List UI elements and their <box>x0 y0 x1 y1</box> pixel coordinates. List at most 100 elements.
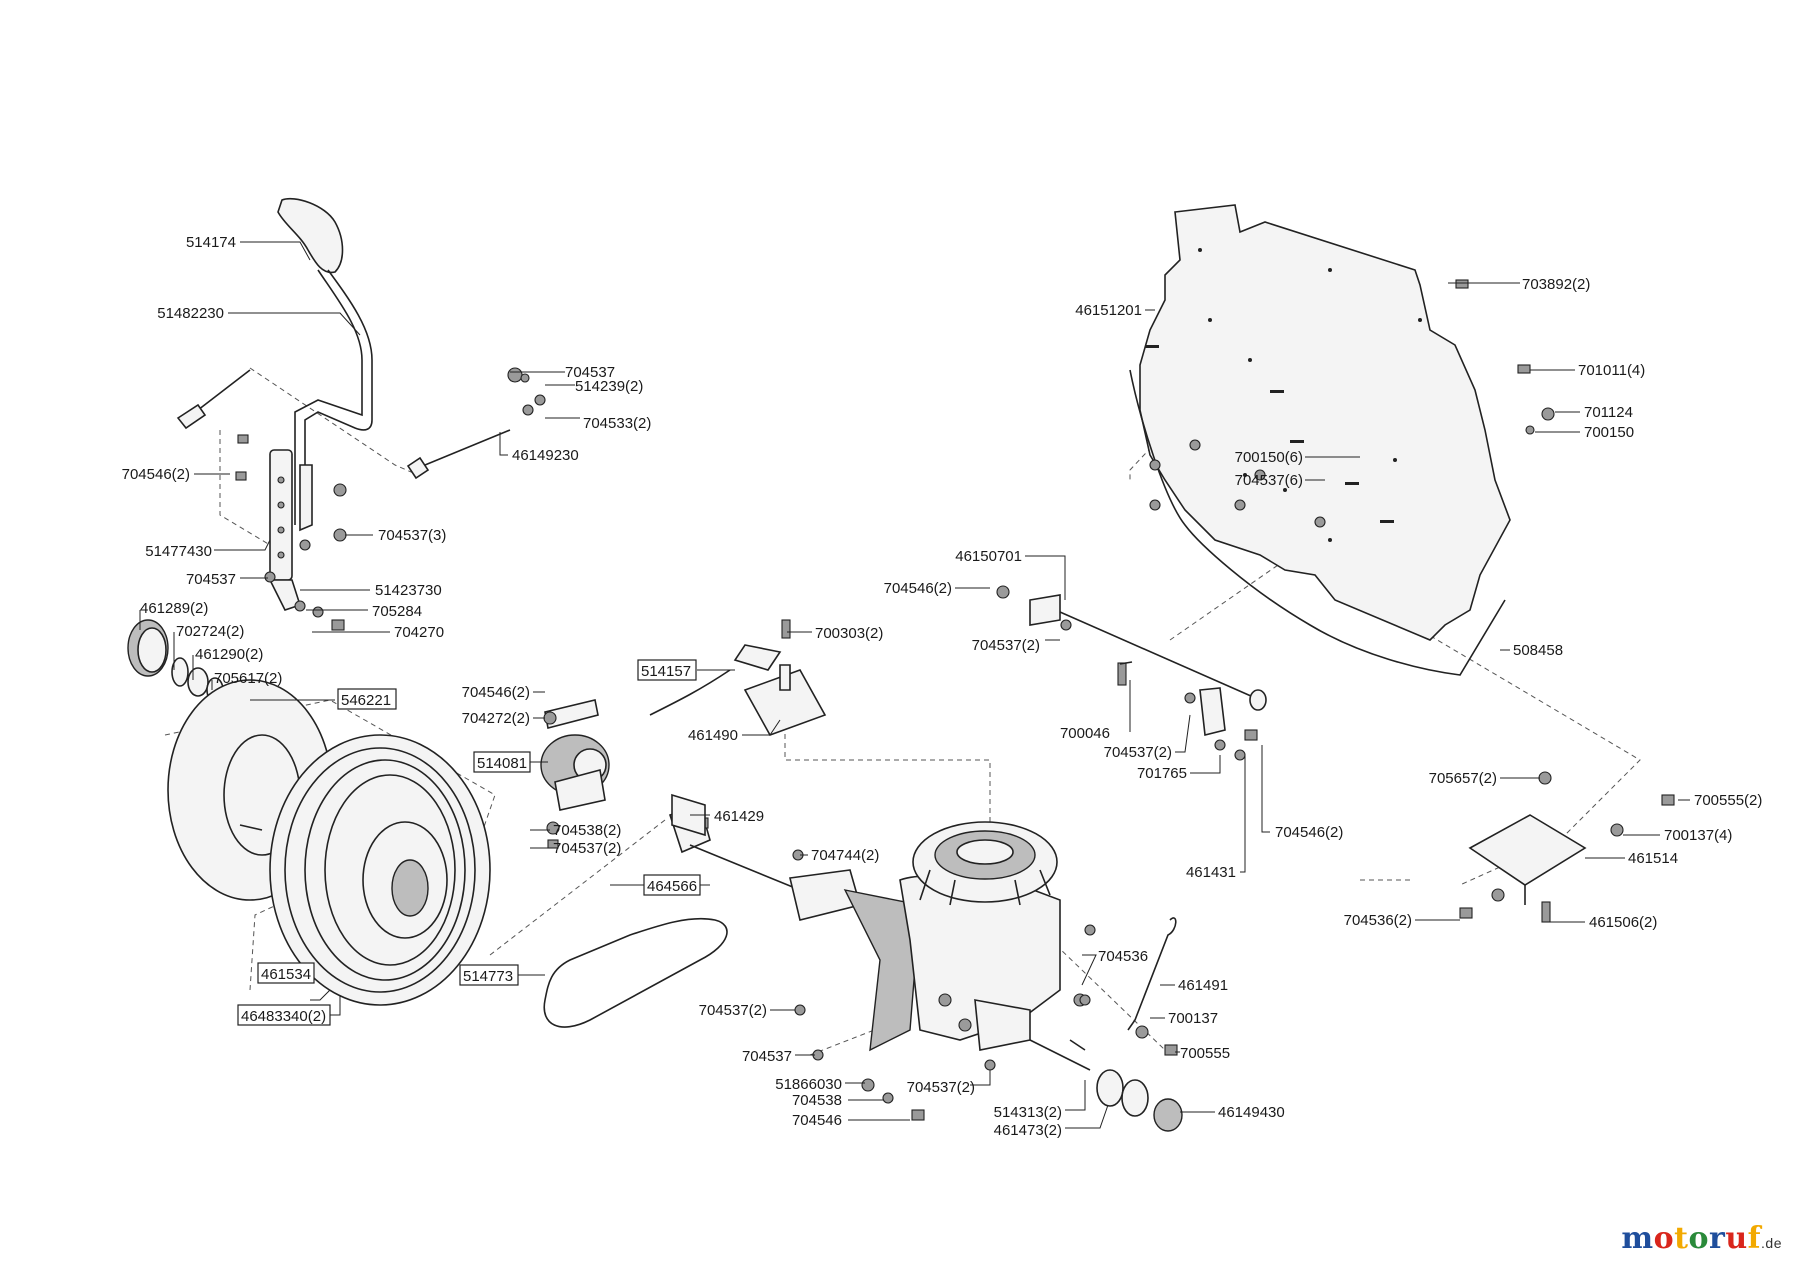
label-461506-2: 461506(2) <box>1589 914 1657 931</box>
label-514081: 514081 <box>473 751 531 773</box>
label-702724-2: 702724(2) <box>176 623 244 640</box>
svg-text:508458: 508458 <box>1513 642 1563 659</box>
svg-text:46149230: 46149230 <box>512 447 579 464</box>
label-461514: 461514 <box>1628 850 1678 867</box>
label-704537-2: 704537(2) <box>907 1079 975 1096</box>
label-514239-2: 514239(2) <box>575 378 643 395</box>
cover-plate <box>1129 204 1555 676</box>
svg-text:461429: 461429 <box>714 808 764 825</box>
label-701765: 701765 <box>1137 765 1187 782</box>
label-700555: 700555 <box>1180 1045 1230 1062</box>
logo-letter: f <box>1747 1221 1762 1256</box>
label-514157: 514157 <box>637 659 697 681</box>
transmission-assembly <box>668 803 1096 1071</box>
linkage-rod <box>424 429 511 466</box>
label-461431: 461431 <box>1186 864 1236 881</box>
svg-text:700150(6): 700150(6) <box>1235 449 1303 466</box>
svg-text:514773: 514773 <box>463 968 513 985</box>
svg-text:46151201: 46151201 <box>1075 302 1142 319</box>
svg-text:701765: 701765 <box>1137 765 1187 782</box>
label-701124: 701124 <box>1584 404 1633 421</box>
cover-gasket <box>1129 369 1506 676</box>
label-704536: 704536 <box>1098 948 1148 965</box>
label-700303-2: 700303(2) <box>815 625 883 642</box>
label-700150-6: 700150(6) <box>1235 449 1303 466</box>
svg-text:461534: 461534 <box>261 966 311 983</box>
logo-letter: u <box>1725 1221 1748 1256</box>
svg-text:546221: 546221 <box>341 692 391 709</box>
label-514313-2: 514313(2) <box>994 1104 1062 1121</box>
label-704744-2: 704744(2) <box>811 847 879 864</box>
label-51423730: 51423730 <box>375 582 442 599</box>
label-461534: 461534 <box>257 962 315 984</box>
svg-text:704546(2): 704546(2) <box>122 466 190 483</box>
shaft-bearing <box>540 699 610 849</box>
svg-text:514157: 514157 <box>641 663 691 680</box>
svg-text:704270: 704270 <box>394 624 444 641</box>
drive-belt <box>543 917 728 1028</box>
motoruf-logo[interactable]: motoruf.de <box>1621 1221 1782 1256</box>
svg-text:700555: 700555 <box>1180 1045 1230 1062</box>
label-704272-2: 704272(2) <box>462 710 530 727</box>
svg-text:700303(2): 700303(2) <box>815 625 883 642</box>
rod-end <box>176 403 207 430</box>
svg-text:46149430: 46149430 <box>1218 1104 1285 1121</box>
label-704537: 704537 <box>565 364 615 381</box>
logo-letter: t <box>1674 1221 1689 1256</box>
logo-text: motoruf <box>1621 1221 1761 1256</box>
label-704537-2: 704537(2) <box>1104 744 1172 761</box>
label-700046: 700046 <box>1060 725 1110 742</box>
svg-text:46150701: 46150701 <box>955 548 1022 565</box>
label-704270: 704270 <box>394 624 444 641</box>
svg-text:461490: 461490 <box>688 727 738 744</box>
svg-text:705284: 705284 <box>372 603 422 620</box>
svg-text:704537(2): 704537(2) <box>699 1002 767 1019</box>
svg-text:461289(2): 461289(2) <box>140 600 208 617</box>
shift-lever-assembly <box>176 198 546 631</box>
drive-shaft-hardware <box>671 793 1183 1132</box>
label-700150: 700150 <box>1584 424 1634 441</box>
foot-plate <box>1459 771 1675 923</box>
lever-rod <box>304 269 373 525</box>
label-705284: 705284 <box>372 603 422 620</box>
svg-text:704546(2): 704546(2) <box>1275 824 1343 841</box>
label-461289-2: 461289(2) <box>140 600 208 617</box>
svg-text:514081: 514081 <box>477 755 527 772</box>
label-703892-2: 703892(2) <box>1522 276 1590 293</box>
svg-text:514313(2): 514313(2) <box>994 1104 1062 1121</box>
svg-text:704272(2): 704272(2) <box>462 710 530 727</box>
svg-text:514174: 514174 <box>186 234 236 251</box>
label-704536-2: 704536(2) <box>1344 912 1412 929</box>
label-46151201: 46151201 <box>1075 302 1142 319</box>
logo-letter: o <box>1653 1221 1675 1256</box>
svg-text:704744(2): 704744(2) <box>811 847 879 864</box>
label-464566: 464566 <box>643 874 701 896</box>
lever-rod-outline <box>294 269 363 525</box>
svg-text:51423730: 51423730 <box>375 582 442 599</box>
svg-text:464566: 464566 <box>647 878 697 895</box>
svg-text:514239(2): 514239(2) <box>575 378 643 395</box>
label-514773: 514773 <box>459 964 519 986</box>
label-461290-2: 461290(2) <box>195 646 263 663</box>
axle-left <box>689 844 801 891</box>
svg-text:461506(2): 461506(2) <box>1589 914 1657 931</box>
svg-text:704536: 704536 <box>1098 948 1148 965</box>
label-701011-4: 701011(4) <box>1578 362 1645 379</box>
label-704537: 704537 <box>186 571 236 588</box>
svg-text:704537(6): 704537(6) <box>1235 472 1303 489</box>
label-704533-2: 704533(2) <box>583 415 651 432</box>
arm-tube <box>1059 611 1261 701</box>
svg-text:704538: 704538 <box>792 1092 842 1109</box>
svg-text:46483340(2): 46483340(2) <box>241 1008 326 1025</box>
label-704546-2: 704546(2) <box>1275 824 1343 841</box>
label-704537-6: 704537(6) <box>1235 472 1303 489</box>
svg-text:704537: 704537 <box>742 1048 792 1065</box>
label-704537-2: 704537(2) <box>972 637 1040 654</box>
svg-text:461290(2): 461290(2) <box>195 646 263 663</box>
svg-text:51866030: 51866030 <box>775 1076 842 1093</box>
svg-text:700150: 700150 <box>1584 424 1634 441</box>
svg-text:461431: 461431 <box>1186 864 1236 881</box>
svg-text:703892(2): 703892(2) <box>1522 276 1590 293</box>
cable-bracket <box>649 619 827 736</box>
